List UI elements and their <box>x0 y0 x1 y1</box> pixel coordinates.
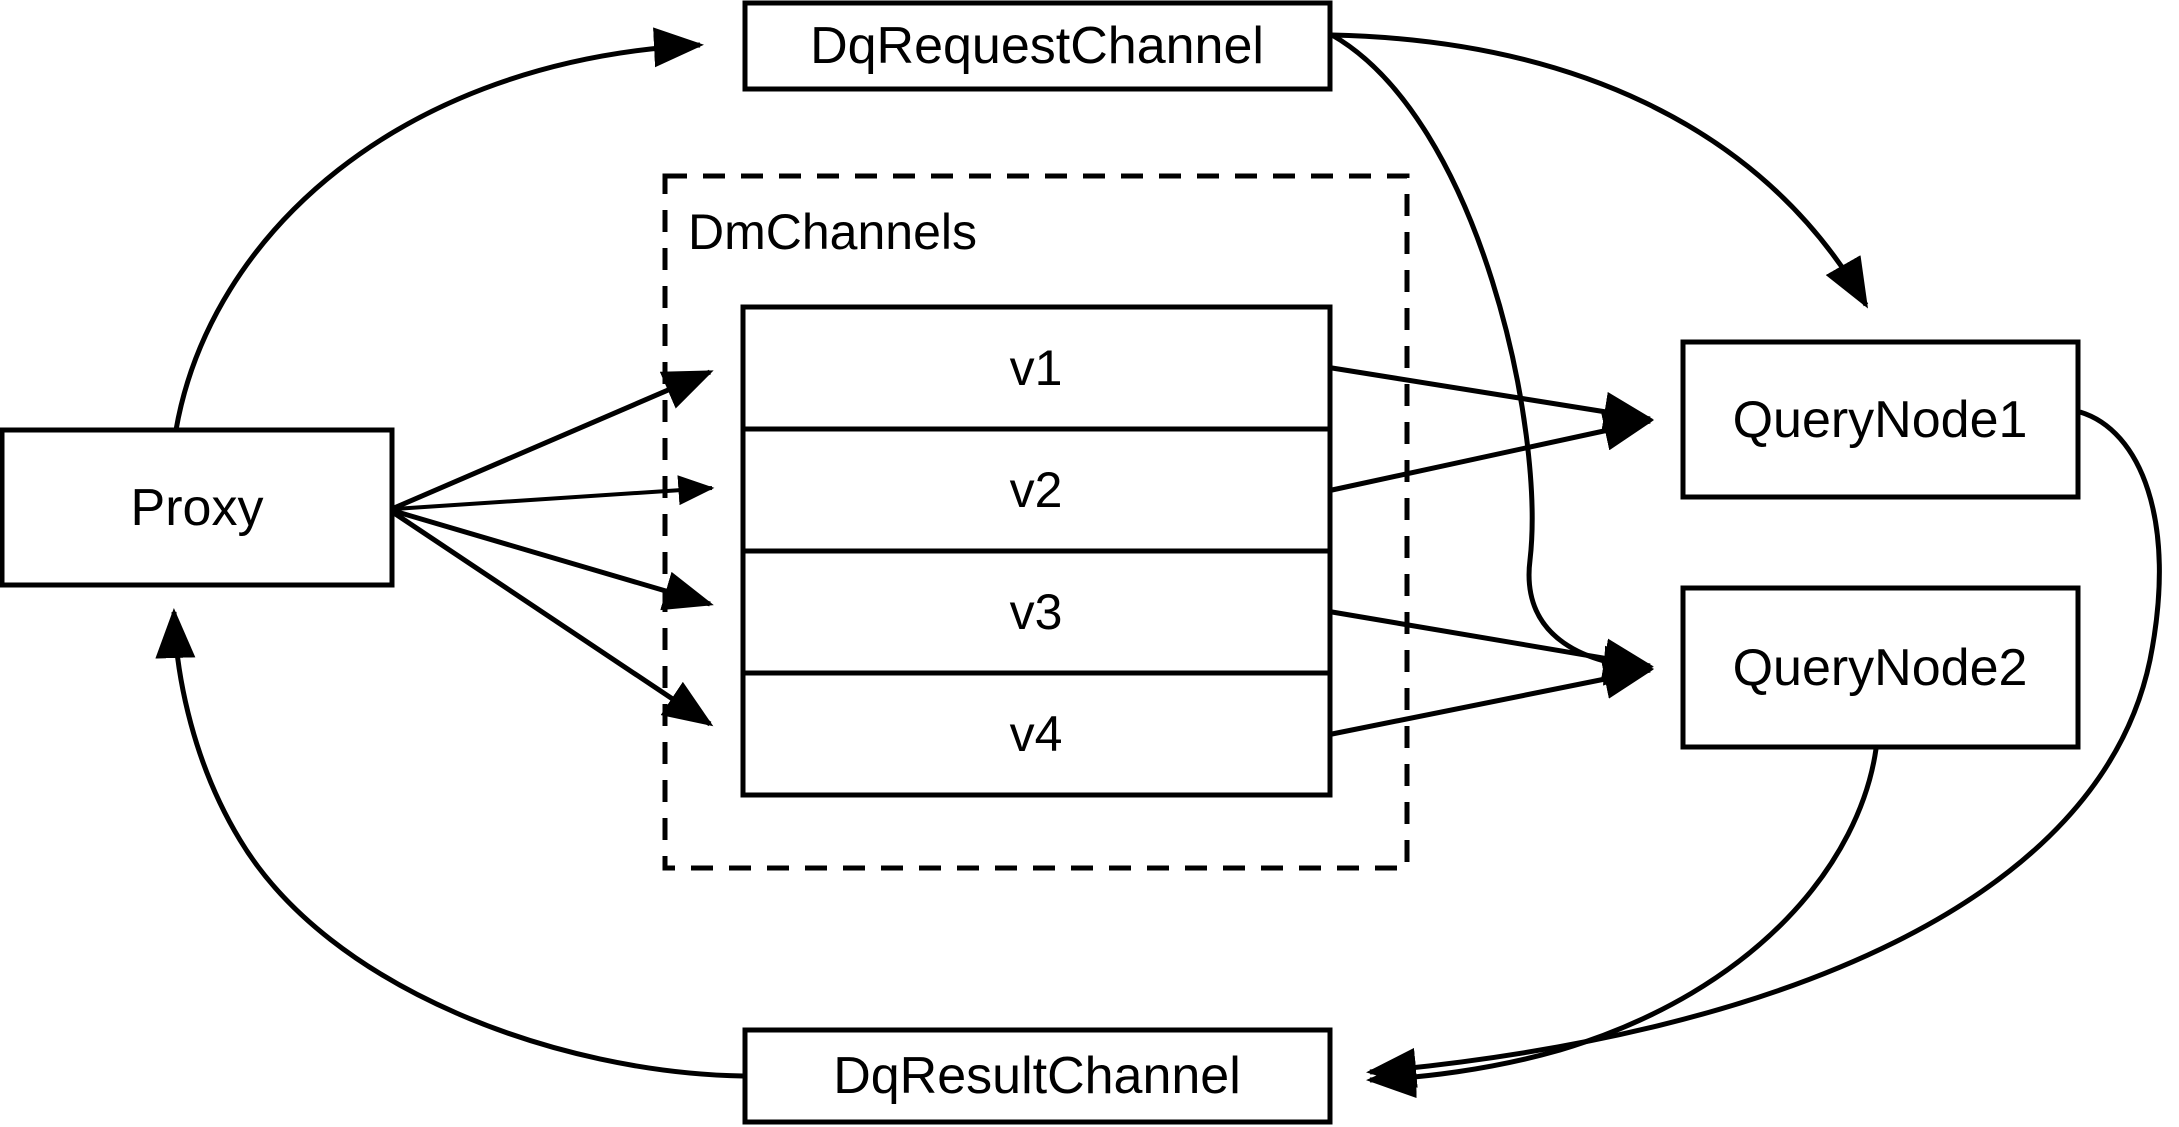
edge-v3-to-query-node-2 <box>1331 609 1654 679</box>
dm-channels-group <box>662 173 1410 871</box>
dm-channels-label: DmChannels <box>688 204 977 260</box>
node-dq-result-channel-label: DqResultChannel <box>833 1047 1241 1105</box>
edge-dq-result-channel-to-proxy <box>155 608 744 1079</box>
node-dq-request-channel-label: DqRequestChannel <box>810 17 1264 75</box>
edge-proxy-to-v2 <box>393 475 715 511</box>
channel-row-v1[interactable]: v1 <box>1010 340 1063 396</box>
edge-query-node-1-to-dq-result-channel <box>1366 409 2162 1088</box>
node-dq-request-channel-box[interactable] <box>742 0 1333 92</box>
edge-v1-to-query-node-1 <box>1331 365 1654 432</box>
edge-v4-to-query-node-2 <box>1331 659 1654 737</box>
edge-dq-request-channel-to-query-node-2 <box>1330 32 1654 686</box>
node-proxy-box[interactable] <box>0 427 395 588</box>
node-query-node-2-box[interactable] <box>1680 585 2081 750</box>
channel-row-v3[interactable]: v3 <box>1010 584 1063 640</box>
edge-proxy-to-v3 <box>393 508 714 611</box>
channel-row-v4[interactable]: v4 <box>1010 706 1063 762</box>
edge-proxy-to-v1 <box>393 369 714 511</box>
channel-row-v2[interactable]: v2 <box>1010 462 1063 518</box>
node-query-node-2-label: QueryNode2 <box>1733 639 2028 697</box>
edge-query-node-2-to-dq-result-channel <box>1366 748 1879 1099</box>
node-query-node-1-box[interactable] <box>1680 339 2081 500</box>
edge-proxy-to-v4 <box>392 510 714 727</box>
edge-dq-request-channel-to-query-node-1 <box>1331 32 1869 309</box>
node-proxy-label: Proxy <box>131 479 264 537</box>
edge-proxy-to-dq-request-channel <box>173 27 704 431</box>
node-query-node-1-label: QueryNode1 <box>1733 391 2028 449</box>
node-dq-result-channel-box[interactable] <box>742 1027 1333 1125</box>
edge-v2-to-query-node-1 <box>1331 411 1654 493</box>
